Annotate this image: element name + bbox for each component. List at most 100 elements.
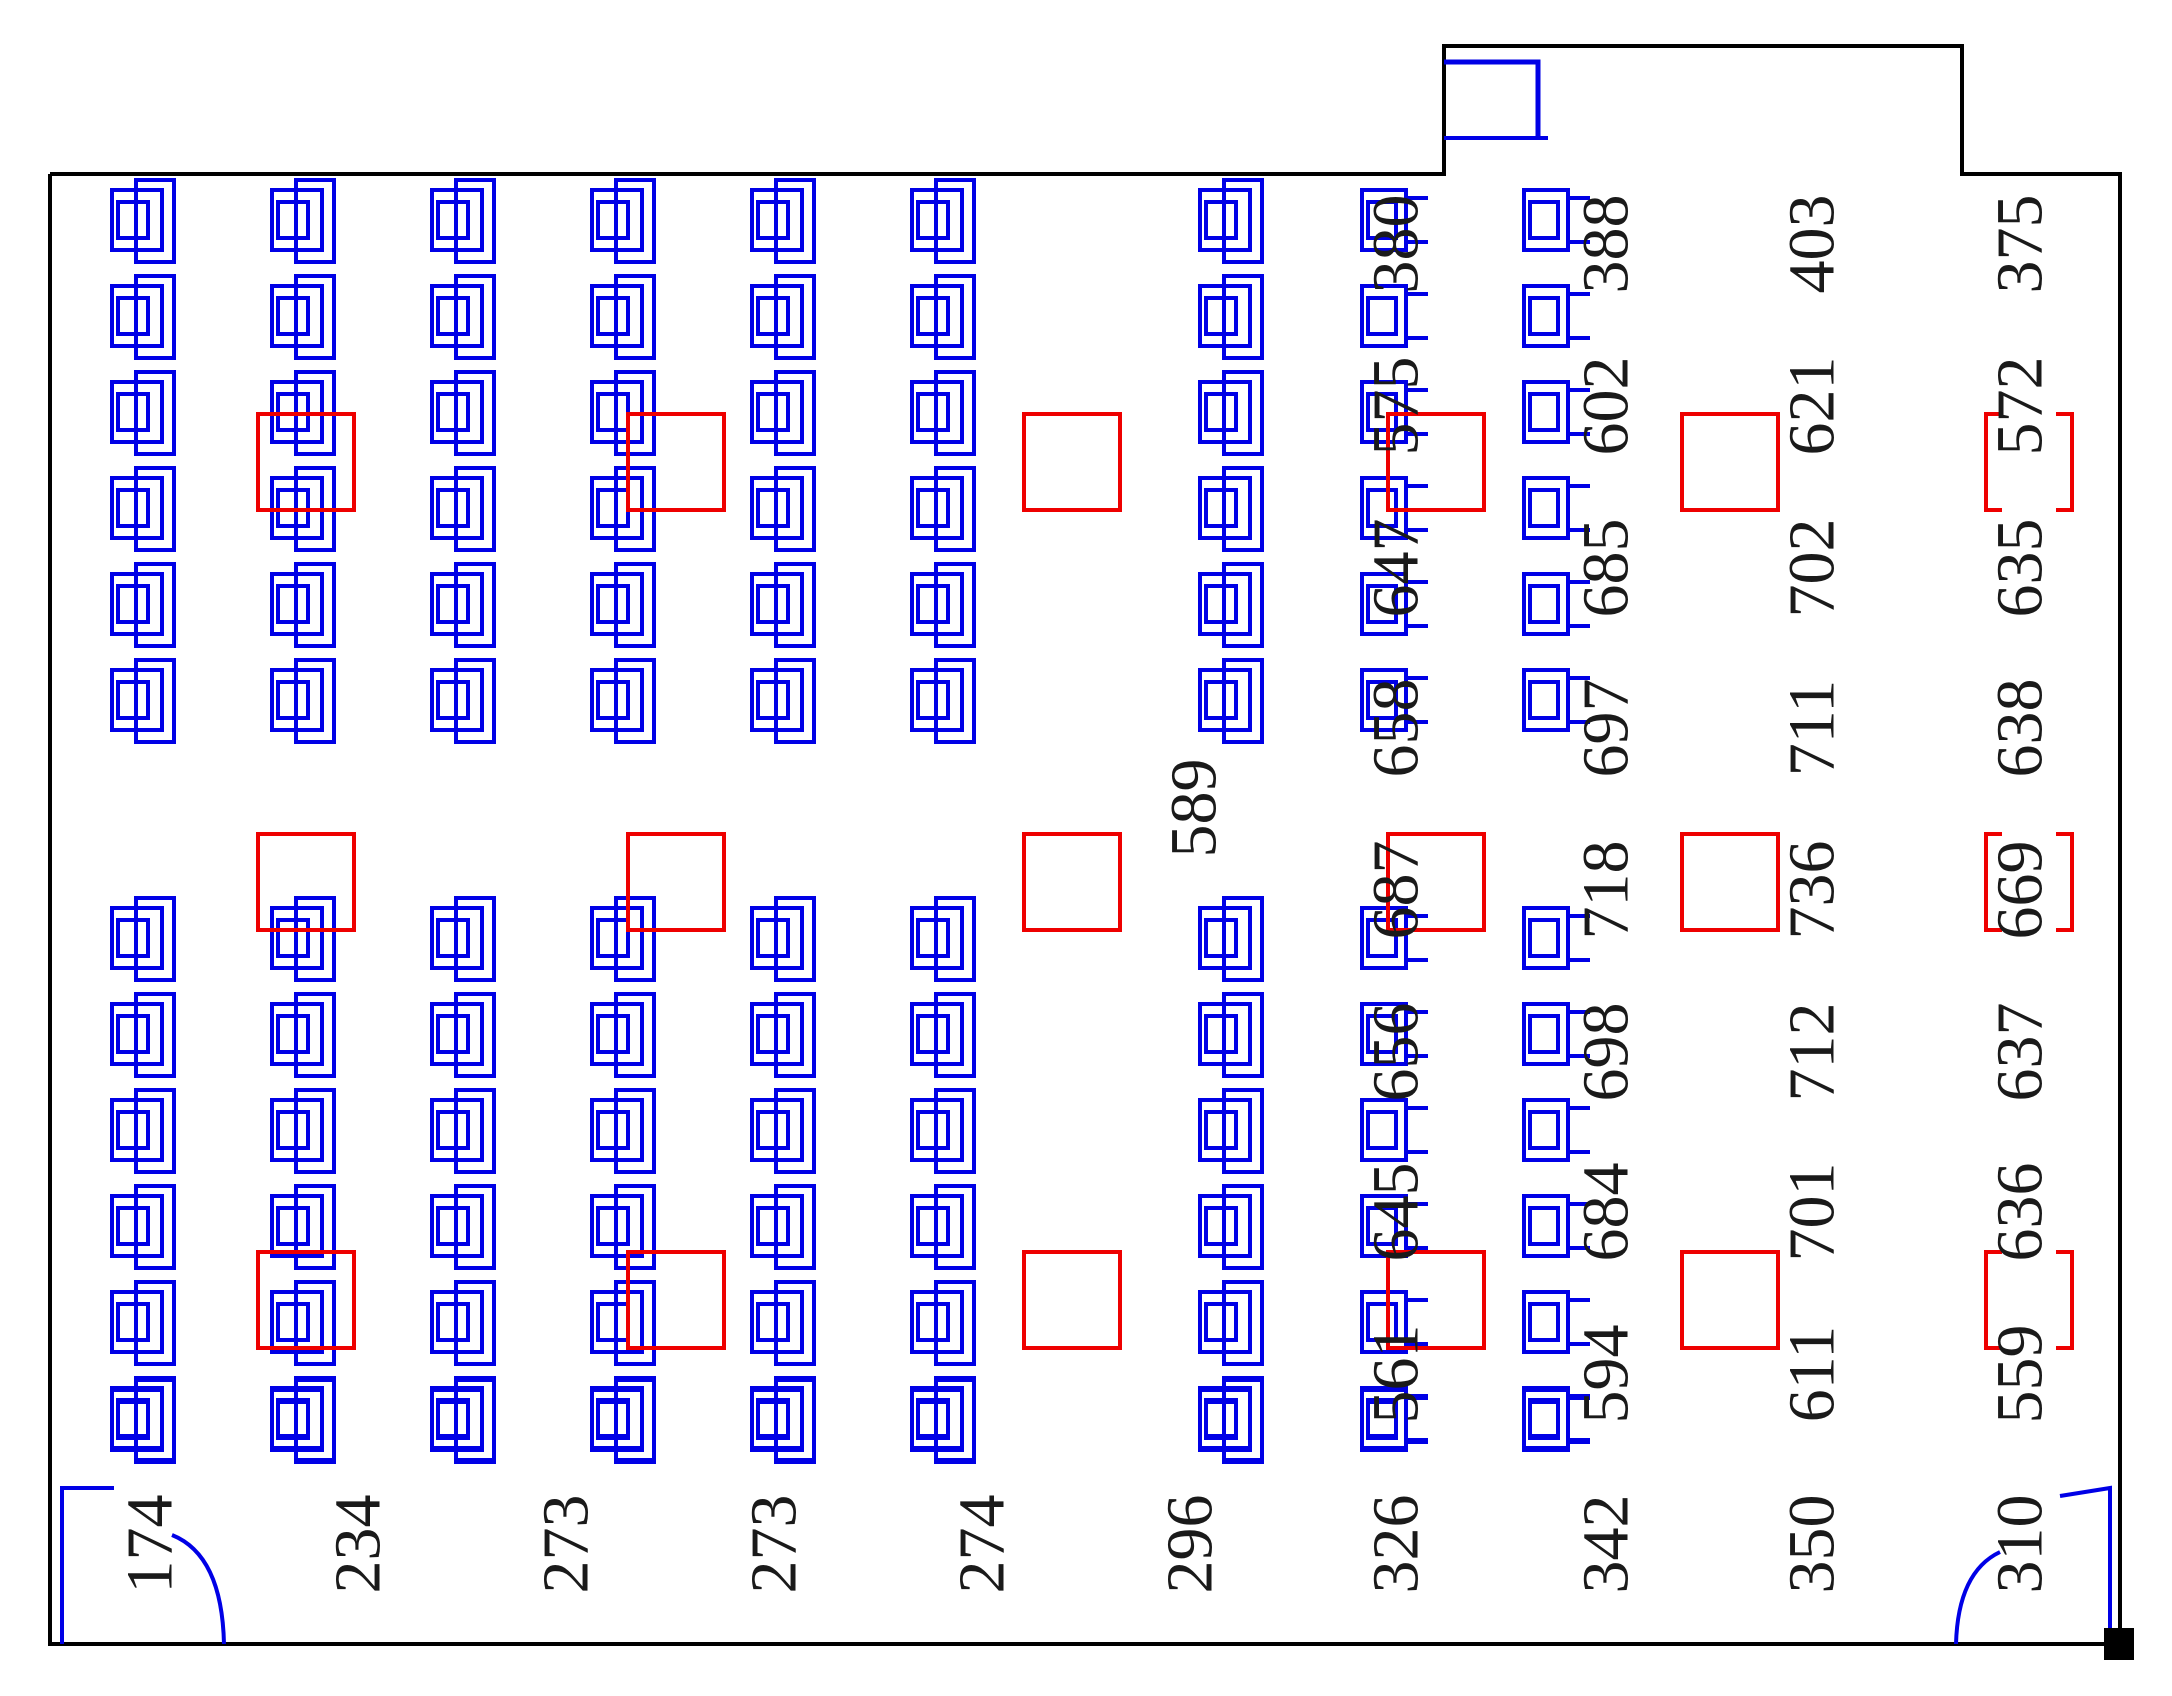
seat-icon bbox=[750, 1184, 816, 1270]
seat-icon bbox=[430, 1378, 496, 1464]
seat-icon bbox=[1360, 1388, 1428, 1452]
seat-icon bbox=[750, 658, 816, 744]
seat-icon bbox=[590, 1280, 656, 1366]
seat-icon bbox=[1522, 1388, 1590, 1452]
seat-number-label: 575 bbox=[1360, 357, 1433, 456]
ceiling-light-icon bbox=[626, 832, 726, 932]
seat-icon bbox=[430, 178, 496, 264]
booth bbox=[1444, 59, 1548, 140]
seat-icon bbox=[1360, 1194, 1428, 1258]
seat-number-label: 636 bbox=[1984, 1163, 2057, 1262]
ceiling-light-icon bbox=[626, 412, 726, 512]
seat-icon bbox=[110, 562, 176, 648]
seat-icon bbox=[590, 178, 656, 264]
seat-number-label: 718 bbox=[1570, 841, 1643, 940]
seat-icon bbox=[110, 992, 176, 1078]
seat-icon bbox=[1522, 476, 1590, 540]
seat-number-label: 712 bbox=[1776, 1003, 1849, 1102]
bottom-row-label: 310 bbox=[1984, 1495, 2057, 1594]
seat-icon bbox=[430, 896, 496, 982]
seat-icon bbox=[110, 1280, 176, 1366]
seat-icon bbox=[750, 1378, 816, 1464]
seat-icon bbox=[750, 178, 816, 264]
seat-icon bbox=[1198, 370, 1264, 456]
seat-icon bbox=[910, 1088, 976, 1174]
seat-icon bbox=[1360, 1290, 1428, 1354]
seat-number-label: 656 bbox=[1360, 1003, 1433, 1102]
bottom-row-label: 350 bbox=[1776, 1495, 1849, 1594]
seat-number-label: 559 bbox=[1984, 1325, 2057, 1424]
seat-icon bbox=[1522, 906, 1590, 970]
seat-icon bbox=[270, 992, 336, 1078]
bottom-row-label: 274 bbox=[946, 1495, 1019, 1594]
seat-icon bbox=[110, 658, 176, 744]
seat-icon bbox=[430, 466, 496, 552]
seat-icon bbox=[750, 992, 816, 1078]
seat-icon bbox=[1522, 284, 1590, 348]
seat-icon bbox=[270, 896, 336, 982]
seat-number-label: 687 bbox=[1360, 841, 1433, 940]
seat-icon bbox=[430, 1184, 496, 1270]
seat-number-label: 697 bbox=[1570, 679, 1643, 778]
seat-icon bbox=[270, 1378, 336, 1464]
seat-icon bbox=[1522, 1290, 1590, 1354]
seat-icon bbox=[590, 1378, 656, 1464]
seat-icon bbox=[1522, 188, 1590, 252]
ceiling-light-icon bbox=[1022, 832, 1122, 932]
seat-number-label: 647 bbox=[1360, 519, 1433, 618]
seat-icon bbox=[750, 1280, 816, 1366]
seat-icon bbox=[430, 562, 496, 648]
seat-number-label: 638 bbox=[1984, 679, 2057, 778]
seat-icon bbox=[1360, 1098, 1428, 1162]
seat-icon bbox=[270, 274, 336, 360]
seat-icon bbox=[910, 178, 976, 264]
seat-icon bbox=[910, 1378, 976, 1464]
bottom-row-label: 342 bbox=[1570, 1495, 1643, 1594]
seat-number-label: 403 bbox=[1776, 195, 1849, 294]
ceiling-light-icon bbox=[1680, 1250, 1780, 1350]
seat-icon bbox=[1198, 562, 1264, 648]
seat-icon bbox=[110, 466, 176, 552]
seat-icon bbox=[910, 1280, 976, 1366]
seat-number-label: 561 bbox=[1360, 1325, 1433, 1424]
bottom-row-label: 273 bbox=[530, 1495, 603, 1594]
seat-icon bbox=[110, 178, 176, 264]
ceiling-light-icon bbox=[1984, 1250, 2074, 1350]
seat-icon bbox=[270, 1280, 336, 1366]
seat-number-label: 736 bbox=[1776, 841, 1849, 940]
seat-number-label: 669 bbox=[1984, 841, 2057, 940]
seat-number-label: 645 bbox=[1360, 1163, 1433, 1262]
seat-icon bbox=[910, 562, 976, 648]
seat-icon bbox=[750, 562, 816, 648]
seat-icon bbox=[1522, 572, 1590, 636]
seat-icon bbox=[1360, 668, 1428, 732]
seat-icon bbox=[430, 1088, 496, 1174]
seat-icon bbox=[1198, 1184, 1264, 1270]
seat-icon bbox=[430, 1280, 496, 1366]
door-swing-icon bbox=[60, 1486, 226, 1645]
seat-number-label: 637 bbox=[1984, 1003, 2057, 1102]
seat-icon bbox=[910, 896, 976, 982]
seat-icon bbox=[1198, 1378, 1264, 1464]
seat-icon bbox=[1522, 1098, 1590, 1162]
seat-icon bbox=[110, 274, 176, 360]
seat-icon bbox=[910, 1184, 976, 1270]
seat-icon bbox=[110, 1088, 176, 1174]
seat-number-label: 635 bbox=[1984, 519, 2057, 618]
seat-icon bbox=[590, 1184, 656, 1270]
seat-icon bbox=[1198, 274, 1264, 360]
ceiling-light-icon bbox=[1386, 1250, 1486, 1350]
bottom-row-label: 174 bbox=[114, 1495, 187, 1594]
seat-number-label: 375 bbox=[1984, 195, 2057, 294]
ceiling-light-icon bbox=[1680, 412, 1780, 512]
seat-icon bbox=[110, 896, 176, 982]
bottom-row-label: 234 bbox=[322, 1495, 395, 1594]
seat-number-label: 621 bbox=[1776, 357, 1849, 456]
center-label: 589 bbox=[1158, 759, 1231, 858]
ceiling-light-icon bbox=[1022, 412, 1122, 512]
seat-icon bbox=[910, 370, 976, 456]
corner-marker-icon bbox=[2104, 1628, 2134, 1660]
seat-icon bbox=[110, 1378, 176, 1464]
seat-number-label: 684 bbox=[1570, 1163, 1643, 1262]
